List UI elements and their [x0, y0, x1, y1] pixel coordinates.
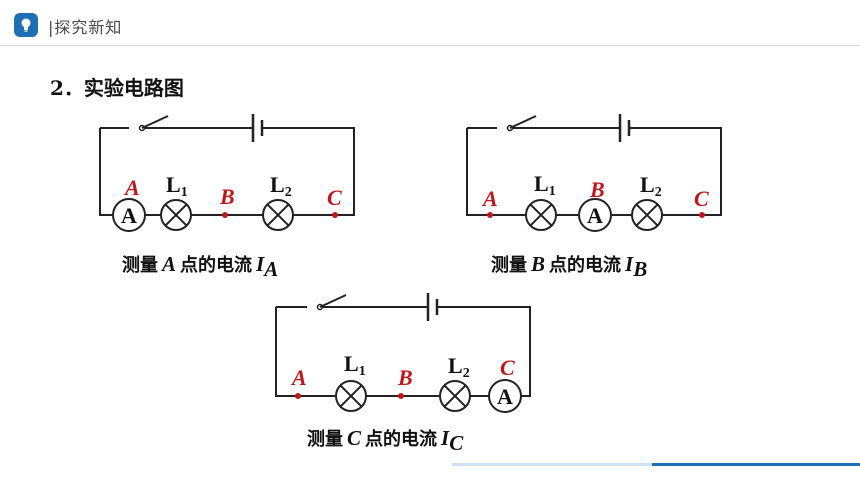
point-c-label: C [694, 186, 709, 211]
footer-accent-dark [652, 463, 860, 466]
point-b-label: B [219, 184, 235, 209]
point-a-dot [487, 212, 493, 218]
lamp-l2-label: L2 [640, 172, 662, 200]
point-b-label: B [589, 177, 605, 202]
lamp-l1-label: L1 [344, 351, 366, 379]
lamp-l2 [439, 380, 471, 412]
point-b-dot [222, 212, 228, 218]
footer-accent-light [452, 463, 652, 466]
ammeter: A [112, 198, 146, 232]
ammeter: A [578, 198, 612, 232]
lamp-l1 [335, 380, 367, 412]
lamp-l1 [160, 199, 192, 231]
battery [426, 293, 439, 321]
battery [251, 114, 264, 142]
section-title: |探究新知 [48, 18, 123, 37]
point-c-dot [699, 212, 705, 218]
lamp-l1-label: L1 [534, 171, 556, 199]
point-a-label: A [123, 175, 140, 200]
header: |探究新知 [0, 0, 860, 46]
battery [618, 114, 631, 142]
point-c-label: C [500, 355, 515, 380]
point-c-label: C [327, 185, 342, 210]
point-b-dot [398, 393, 404, 399]
lamp-l2 [262, 199, 294, 231]
page-heading: 2．实验电路图 [50, 76, 184, 100]
switch [138, 115, 169, 132]
switch [316, 294, 347, 311]
svg-text:A: A [121, 203, 137, 228]
lamp-l2-label: L2 [270, 172, 292, 200]
lightbulb-icon [14, 13, 38, 37]
point-a-dot [295, 393, 301, 399]
lamp-l2 [631, 199, 663, 231]
point-b-label: B [397, 365, 413, 390]
header-divider [0, 45, 860, 46]
ammeter: A [488, 379, 522, 413]
lamp-l1 [525, 199, 557, 231]
svg-text:A: A [587, 203, 603, 228]
point-a-label: A [290, 365, 307, 390]
point-c-dot [332, 212, 338, 218]
svg-text:A: A [497, 384, 513, 409]
switch [506, 115, 537, 132]
lamp-l2-label: L2 [448, 353, 470, 381]
lamp-l1-label: L1 [166, 172, 188, 200]
point-a-label: A [481, 186, 498, 211]
